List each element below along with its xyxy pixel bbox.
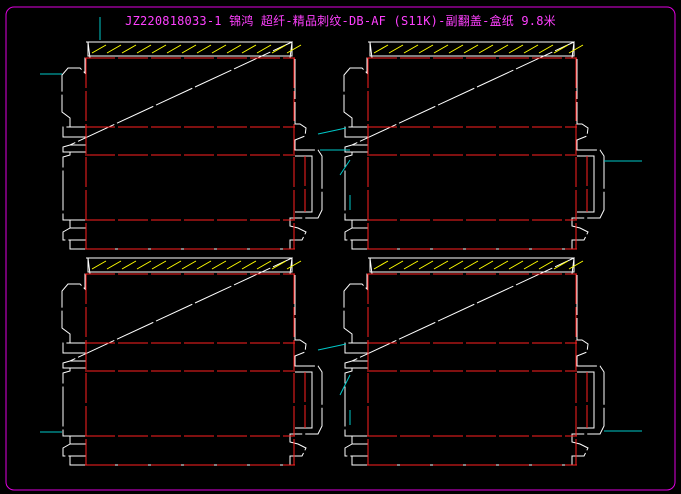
carton-panel-bottom-left — [40, 257, 323, 466]
cut-outline — [343, 257, 605, 466]
crease-lines — [367, 273, 588, 466]
drawing-title: JZ220818033-1 锦鸿 超纤-精品刺纹-DB-AF (S11K)-副翻… — [125, 14, 556, 28]
glue-strip-frame — [369, 257, 575, 273]
carton-panel-top-left — [40, 17, 323, 250]
carton-panel-top-right — [343, 41, 642, 250]
cut-end-flap — [295, 155, 313, 213]
border-frame — [5, 6, 676, 491]
crease-lines — [85, 57, 306, 250]
glue-hatch — [373, 44, 584, 54]
crease-lines — [85, 273, 306, 466]
cut-tabs-left — [70, 126, 86, 241]
cut-end-flap — [577, 371, 595, 429]
glue-hatch — [373, 260, 584, 270]
cut-outline — [343, 41, 605, 250]
bridges-group — [317, 127, 351, 425]
cut-outline — [61, 41, 323, 250]
registration-marks — [40, 17, 101, 75]
registration-marks — [604, 160, 642, 162]
carton-panel-bottom-right — [343, 257, 642, 466]
cut-tabs-left — [352, 342, 368, 457]
glue-hatch — [91, 260, 302, 270]
cut-outline — [61, 257, 323, 466]
crease-lines — [367, 57, 588, 250]
cut-end-flap — [577, 155, 595, 213]
panels-group — [40, 17, 642, 466]
cut-tabs-left — [352, 126, 368, 241]
bridge-lines — [317, 127, 351, 425]
glue-strip-frame — [87, 41, 293, 57]
cut-tabs-left — [70, 342, 86, 457]
glue-hatch — [91, 44, 302, 54]
glue-strip-frame — [87, 257, 293, 273]
glue-strip-frame — [369, 41, 575, 57]
cut-end-flap — [295, 371, 313, 429]
